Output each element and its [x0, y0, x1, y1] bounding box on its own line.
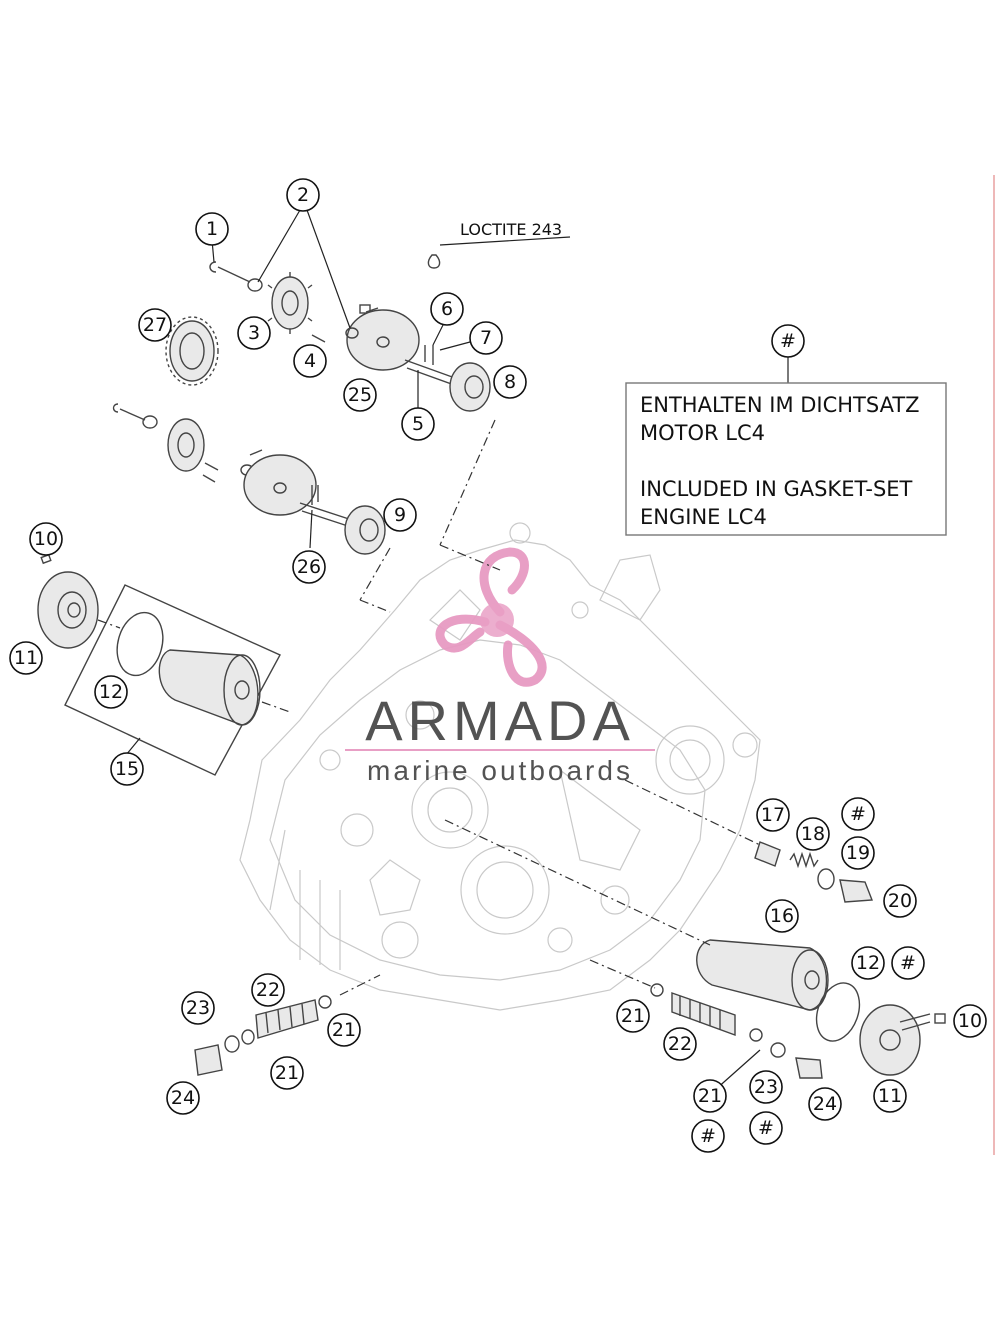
svg-text:21: 21	[698, 1085, 722, 1107]
svg-text:7: 7	[480, 327, 492, 349]
callout: 18	[796, 817, 830, 851]
svg-text:26: 26	[297, 556, 321, 578]
callout: 20	[883, 884, 917, 918]
callout: #	[691, 1119, 725, 1153]
svg-text:2: 2	[297, 184, 309, 206]
svg-text:22: 22	[256, 979, 280, 1001]
svg-text:17: 17	[761, 804, 785, 826]
callout: 11	[9, 641, 43, 675]
callout: 19	[841, 836, 875, 870]
right-parts-group	[194, 841, 946, 1079]
callout: 9	[383, 498, 417, 532]
oil-pump-upper	[165, 254, 491, 412]
callout: 5	[401, 407, 435, 441]
adhesive-label: LOCTITE 243	[460, 220, 562, 239]
leader-lines	[97, 209, 789, 1091]
callout: 21	[693, 1079, 727, 1113]
note-line-2: MOTOR LC4	[640, 421, 765, 445]
svg-text:21: 21	[275, 1062, 299, 1084]
propeller-icon	[435, 547, 547, 687]
callout: 10	[29, 522, 63, 556]
svg-text:#: #	[758, 1117, 774, 1139]
callout: 6	[430, 292, 464, 326]
callout: #	[771, 324, 805, 358]
callout: 21	[616, 999, 650, 1033]
svg-text:9: 9	[394, 504, 406, 526]
callout: 22	[251, 973, 285, 1007]
callout: #	[891, 946, 925, 980]
svg-text:24: 24	[813, 1093, 837, 1115]
svg-text:27: 27	[143, 314, 167, 336]
svg-text:10: 10	[958, 1010, 982, 1032]
propeller-hub	[480, 603, 514, 637]
callouts: 1 2 3 4 5 6 7 8 9 10 11 12 15 25 26 27 1…	[9, 178, 987, 1153]
oil-pump-lower	[112, 403, 386, 555]
svg-text:12: 12	[856, 952, 880, 974]
svg-text:#: #	[900, 952, 916, 974]
watermark-brand: ARMADA	[365, 689, 635, 752]
engine-crankcase	[239, 522, 761, 1011]
svg-text:23: 23	[186, 997, 210, 1019]
note-line-1: ENTHALTEN IM DICHTSATZ	[640, 393, 920, 417]
svg-text:#: #	[780, 330, 796, 352]
svg-text:5: 5	[412, 413, 424, 435]
svg-text:#: #	[700, 1125, 716, 1147]
callout: 17	[756, 798, 790, 832]
svg-text:4: 4	[304, 350, 316, 372]
callout: 15	[110, 752, 144, 786]
callout: 23	[749, 1070, 783, 1104]
callout: 22	[663, 1027, 697, 1061]
left-oil-filter-group	[37, 553, 281, 776]
callout: 26	[292, 550, 326, 584]
svg-text:22: 22	[668, 1033, 692, 1055]
svg-text:6: 6	[441, 298, 453, 320]
svg-text:#: #	[850, 803, 866, 825]
callout: 16	[765, 899, 799, 933]
callout: 11	[873, 1079, 907, 1113]
svg-text:25: 25	[348, 384, 372, 406]
gasket-set-note: ENTHALTEN IM DICHTSATZ MOTOR LC4 INCLUDE…	[625, 382, 947, 536]
svg-text:21: 21	[332, 1019, 356, 1041]
callout: 12	[851, 946, 885, 980]
svg-text:3: 3	[248, 322, 260, 344]
callout: 24	[166, 1081, 200, 1115]
svg-text:1: 1	[206, 218, 218, 240]
callout: 10	[953, 1004, 987, 1038]
svg-text:21: 21	[621, 1005, 645, 1027]
callout: 8	[493, 365, 527, 399]
note-line-5: ENGINE LC4	[640, 505, 767, 529]
svg-text:24: 24	[171, 1087, 195, 1109]
callout: 12	[94, 675, 128, 709]
callout: 1	[195, 212, 229, 246]
watermark-logo: ARMADA marine outboards	[345, 547, 655, 786]
svg-text:19: 19	[846, 842, 870, 864]
callout: 21	[270, 1056, 304, 1090]
callout: #	[749, 1111, 783, 1145]
svg-text:23: 23	[754, 1076, 778, 1098]
svg-text:11: 11	[878, 1085, 902, 1107]
note-line-4: INCLUDED IN GASKET-SET	[640, 477, 913, 501]
callout: 27	[138, 308, 172, 342]
svg-text:12: 12	[99, 681, 123, 703]
svg-text:11: 11	[14, 647, 38, 669]
svg-text:20: 20	[888, 890, 912, 912]
svg-text:16: 16	[770, 905, 794, 927]
callout: 2	[286, 178, 320, 212]
callout: 24	[808, 1087, 842, 1121]
svg-text:18: 18	[801, 823, 825, 845]
svg-text:10: 10	[34, 528, 58, 550]
callout: 3	[237, 316, 271, 350]
callout: 23	[181, 991, 215, 1025]
svg-text:8: 8	[504, 371, 516, 393]
watermark-tagline: marine outboards	[367, 755, 633, 786]
callout: 25	[343, 378, 377, 412]
callout: 7	[469, 321, 503, 355]
callout: #	[841, 797, 875, 831]
callout: 4	[293, 344, 327, 378]
svg-text:15: 15	[115, 758, 139, 780]
callout: 21	[327, 1013, 361, 1047]
